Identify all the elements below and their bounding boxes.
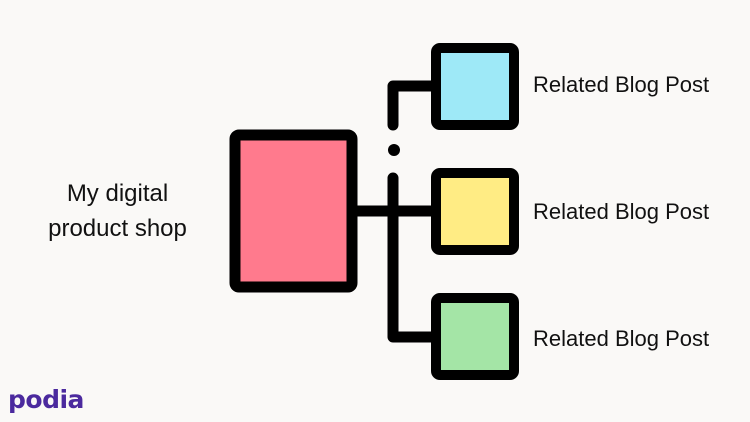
blog-post-box-3 [431,293,519,380]
blog-post-label-3: Related Blog Post [533,326,710,351]
connector-dot [388,144,400,156]
blog-post-box-2 [431,168,519,255]
blog-post-label-1: Related Blog Post [533,72,710,97]
main-node-label-line-2: product shop [48,215,187,242]
blog-post-label-2: Related Blog Post [533,199,710,224]
main-node-label-line-1: My digital [66,180,169,207]
main-product-box [229,129,358,293]
main-node-label: My digital product shop [30,176,205,246]
connector-bottom [387,172,443,343]
podia-logo: podia [8,385,84,414]
blog-post-box-1 [431,43,519,130]
connector-top [387,80,443,131]
